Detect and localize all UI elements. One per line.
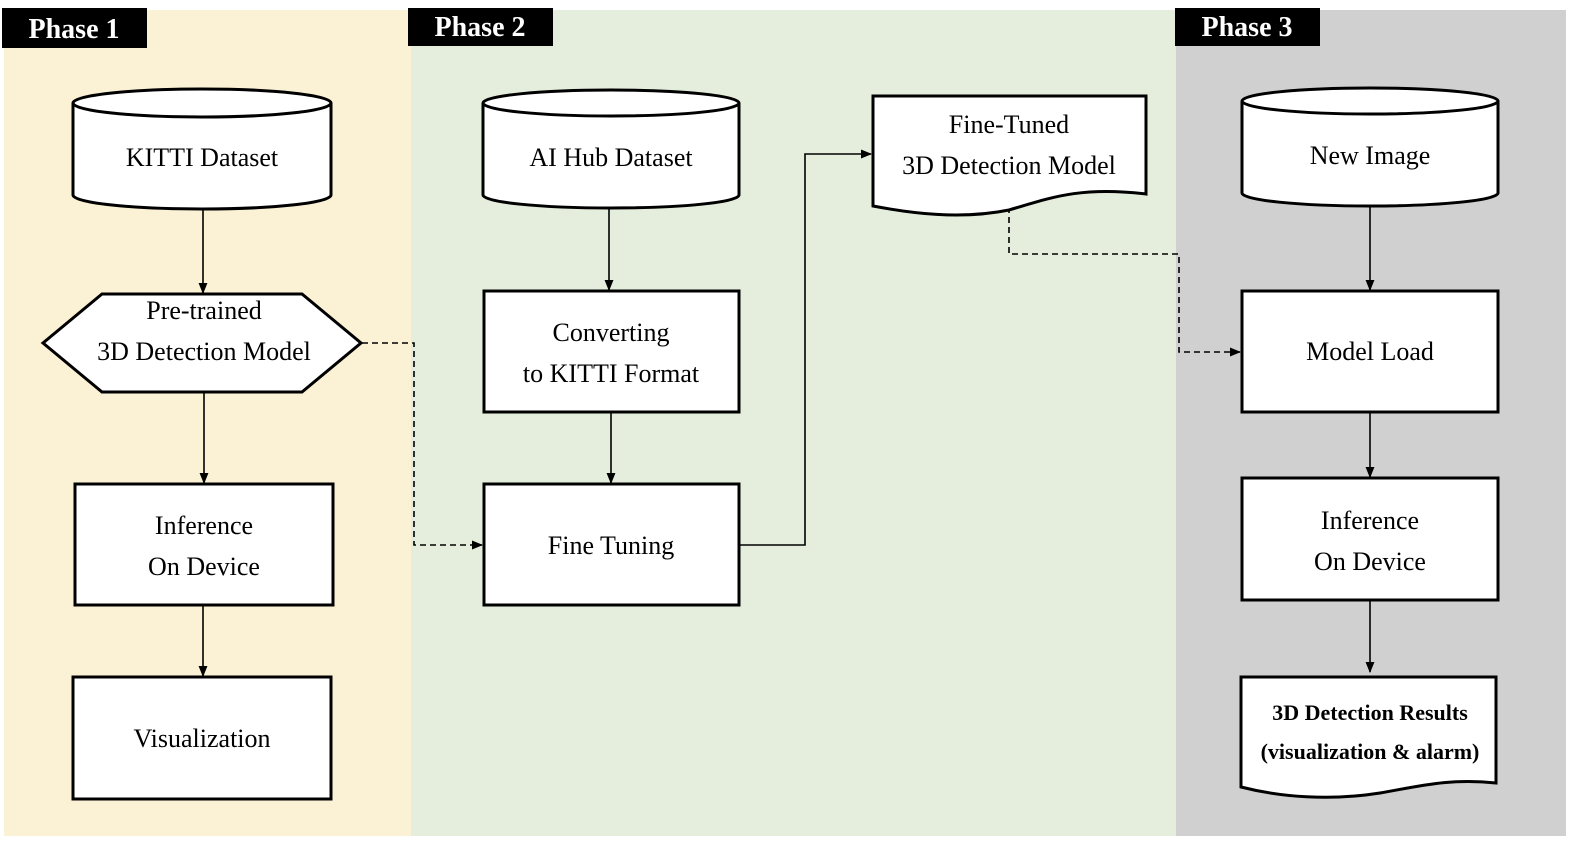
model-load-node: Model Load — [1240, 289, 1500, 414]
inference-on-device-node-phase3: Inference On Device — [1240, 476, 1500, 602]
inference-on-device-node-phase1: Inference On Device — [73, 482, 335, 607]
aihub-dataset-label: AI Hub Dataset — [529, 143, 693, 172]
results-label-line2: (visualization & alarm) — [1261, 739, 1480, 764]
new-image-label: New Image — [1310, 141, 1431, 170]
inference-p3-label-line1: Inference — [1321, 506, 1419, 535]
visualization-label: Visualization — [133, 724, 270, 753]
detection-results-node: 3D Detection Results (visualization & al… — [1239, 675, 1498, 799]
edge-finetuning-to-finetuned — [740, 149, 873, 546]
inference-p3-label-line2: On Device — [1314, 547, 1426, 576]
fine-tuned-label-line2: 3D Detection Model — [902, 151, 1116, 180]
edge-finetuned-to-modelload — [1008, 207, 1242, 357]
phase-1-label: Phase 1 — [29, 14, 120, 45]
kitti-dataset-node: KITTI Dataset — [71, 87, 333, 211]
fine-tuning-label: Fine Tuning — [548, 531, 674, 560]
model-load-label: Model Load — [1306, 337, 1434, 366]
phase-2-tag: Phase 2 — [408, 8, 553, 46]
aihub-dataset-node: AI Hub Dataset — [481, 88, 741, 210]
visualization-node: Visualization — [71, 675, 333, 801]
inference-p1-label-line2: On Device — [148, 552, 260, 581]
pretrained-model-node: Pre-trained 3D Detection Model — [40, 292, 364, 394]
edge-pretrained-to-finetuning — [362, 342, 484, 550]
phase-3-tag: Phase 3 — [1175, 8, 1320, 46]
converting-label-line1: Converting — [553, 318, 670, 347]
results-label-line1: 3D Detection Results — [1272, 700, 1468, 725]
converting-label-line2: to KITTI Format — [523, 359, 700, 388]
converting-node: Converting to KITTI Format — [482, 289, 741, 414]
pretrained-model-label-line2: 3D Detection Model — [97, 337, 311, 366]
phase-3-label: Phase 3 — [1202, 12, 1293, 43]
kitti-dataset-label: KITTI Dataset — [126, 143, 279, 172]
phase-2-label: Phase 2 — [435, 12, 526, 43]
fine-tuning-node: Fine Tuning — [482, 482, 741, 607]
phase-1-tag: Phase 1 — [2, 8, 147, 48]
inference-p1-label-line1: Inference — [155, 511, 253, 540]
new-image-node: New Image — [1240, 86, 1500, 208]
fine-tuned-label-line1: Fine-Tuned — [949, 110, 1069, 139]
fine-tuned-model-node: Fine-Tuned 3D Detection Model — [871, 94, 1148, 217]
pretrained-model-label-line1: Pre-trained — [146, 296, 262, 325]
